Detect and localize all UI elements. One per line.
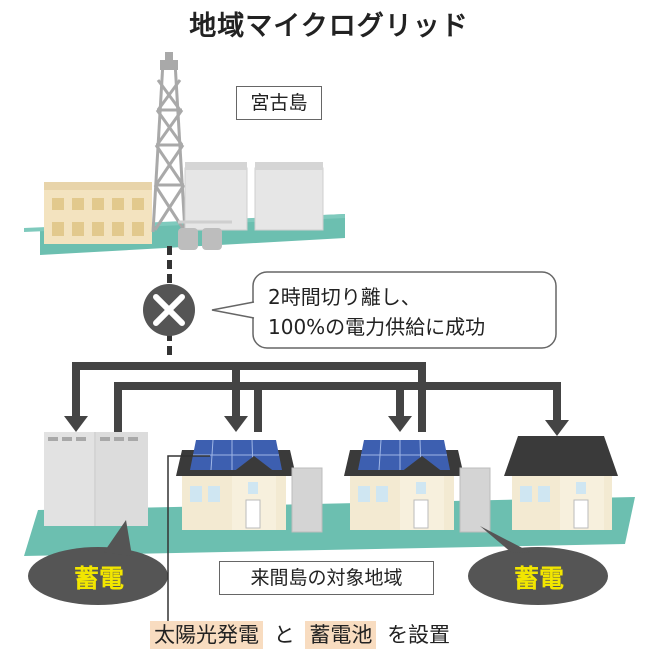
note-install: を設置: [387, 623, 451, 647]
x-circle-icon: [143, 284, 195, 336]
arrow-to-house-3: [545, 420, 569, 436]
arrow-to-battery: [64, 416, 88, 432]
disconnected-line: [167, 246, 172, 355]
arrow-to-house-2: [388, 416, 412, 432]
storage-bubble-right: [468, 526, 608, 605]
power-plant-building: [44, 182, 152, 244]
storage-label-left: 蓄電: [73, 564, 124, 593]
home-battery-2: [459, 467, 491, 533]
callout-line-2: 100%の電力供給に成功: [268, 315, 486, 339]
callout-text: 2時間切り離し、 100%の電力供給に成功: [268, 282, 558, 342]
distribution-lines: [72, 362, 561, 436]
storage-battery-unit: [44, 432, 148, 526]
callout-bubble: [211, 271, 557, 349]
note-solar: 太陽光発電: [150, 621, 263, 649]
storage-bubble-left: [28, 520, 168, 605]
note-pointer-line: [167, 455, 210, 622]
storage-tanks: [178, 162, 324, 250]
arrow-to-house-1: [224, 416, 248, 432]
callout-line-1: 2時間切り離し、: [268, 285, 421, 309]
house-with-solar-2: [344, 439, 464, 530]
label-miyakojima: 宮古島: [236, 86, 322, 120]
label-kurimajima-area: 来間島の対象地域: [219, 561, 434, 595]
home-battery-1: [291, 467, 323, 533]
house-with-solar-1: [176, 439, 296, 530]
note-battery: 蓄電池: [305, 621, 377, 649]
transmission-tower-icon: [151, 61, 187, 233]
note-and: と: [273, 623, 295, 647]
storage-label-right: 蓄電: [513, 564, 564, 593]
page-title: 地域マイクログリッド: [189, 11, 469, 42]
house-3: [504, 436, 618, 530]
installation-note: 太陽光発電 と 蓄電池 を設置: [150, 617, 454, 653]
